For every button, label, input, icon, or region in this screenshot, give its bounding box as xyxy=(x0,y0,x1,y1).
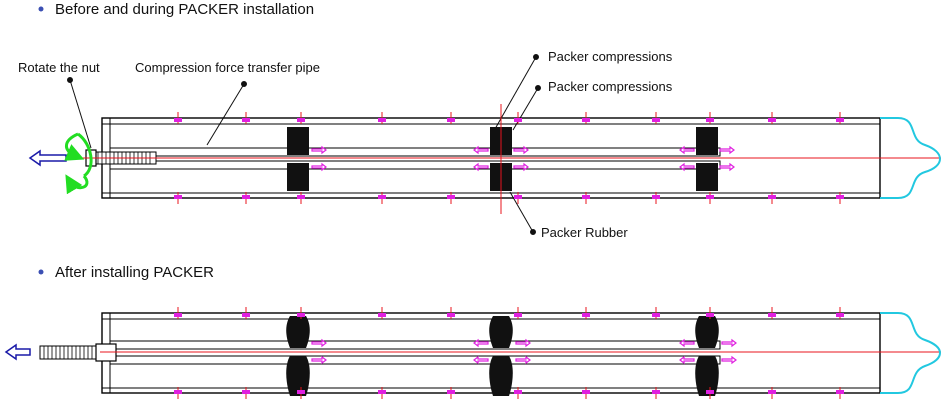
marker-dots-before xyxy=(174,118,844,199)
compression-arrows-before xyxy=(311,145,735,172)
compression-arrows-after xyxy=(311,338,737,365)
heading-before: Before and during PACKER installation xyxy=(55,1,314,18)
heading-after: After installing PACKER xyxy=(55,264,214,281)
leader-lines xyxy=(67,54,541,235)
diagram-before xyxy=(80,117,941,199)
bullet-icon xyxy=(38,269,44,275)
diagram-after xyxy=(39,312,941,396)
label-rotate-nut: Rotate the nut xyxy=(18,60,100,75)
bullet-icon xyxy=(38,6,44,12)
left-arrow-icon xyxy=(28,149,67,167)
label-packer-rubber: Packer Rubber xyxy=(541,225,628,240)
label-packer-compressions-1: Packer compressions xyxy=(548,49,673,64)
label-packer-compressions-2: Packer compressions xyxy=(548,79,673,94)
marker-dots-after xyxy=(174,313,844,394)
rotation-arrow-icon xyxy=(64,132,93,195)
left-arrow-icon xyxy=(4,343,31,361)
label-compression-pipe: Compression force transfer pipe xyxy=(135,60,320,75)
